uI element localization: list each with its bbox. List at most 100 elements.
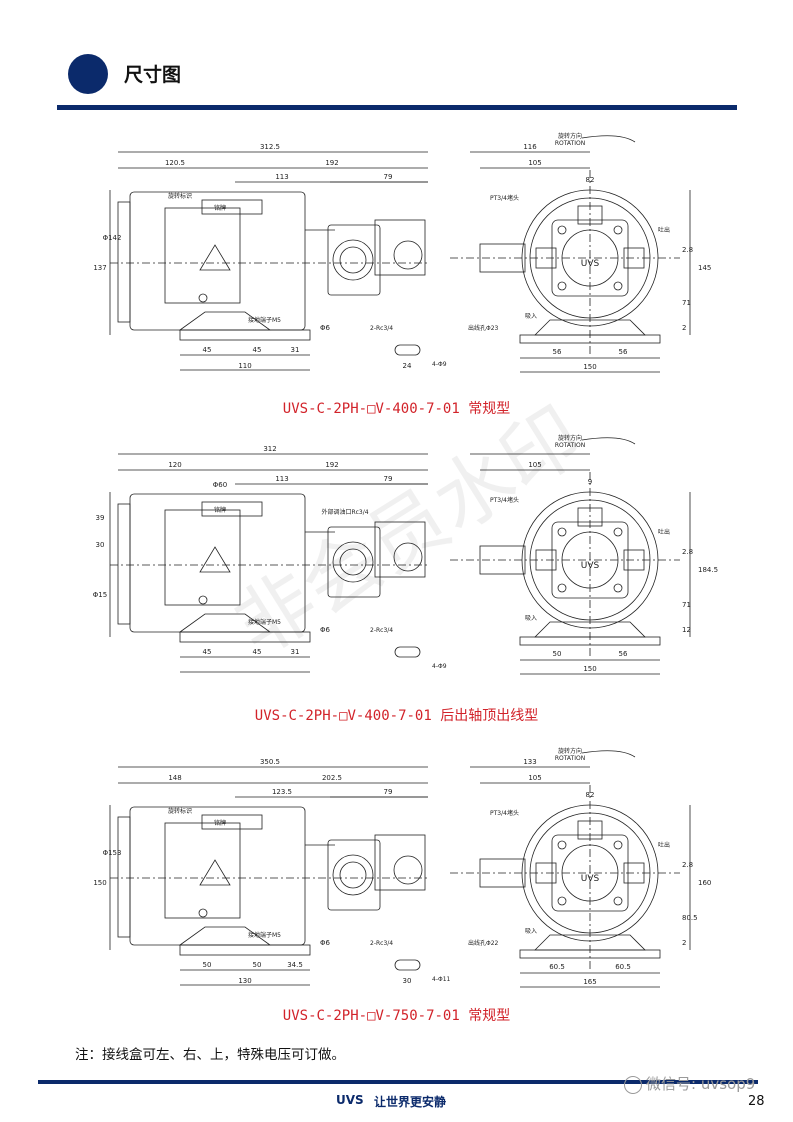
plug-label: PT3/4堵头 [490,809,519,817]
dim-front-height: 160 [698,879,711,887]
dim-height: 150 [93,879,106,887]
dim-diameter: Φ142 [103,234,122,242]
port-label: 2-Rc3/4 [370,325,393,332]
dim-offset: 2.8 [682,861,693,869]
dim-front-center: 82 [586,791,595,799]
rotation-cn-label: 旋转方向 [558,434,582,442]
header-rule [57,105,737,110]
ground-terminal-label: 接地端子M5 [248,618,281,626]
dim-front-center: 82 [586,176,595,184]
drawing-caption: UVS-C-2PH-□V-750-7-01 常规型 [282,1008,511,1024]
dim-base-thk: 12 [682,626,691,634]
dim-base1: 50 [203,961,212,969]
nameplate-label: 铭牌 [214,819,226,827]
port-label: 2-Rc3/4 [370,627,393,634]
dim-slot-width: 24 [403,362,412,370]
rotation-cn-label: 旋转方向 [558,132,582,140]
dim-front-width2: 105 [528,774,541,782]
dim-a: 39 [96,514,105,522]
dim-slot-holes: 4-Φ9 [432,663,447,670]
page-title: 尺寸图 [124,64,182,86]
dim-end: 79 [384,173,393,181]
cable-hole-label: 出线孔Φ22 [468,939,499,947]
footer-rule [38,1080,758,1084]
plug-label: PT3/4堵头 [490,496,519,504]
dim-base-total: 130 [238,977,251,985]
page-number: 28 [748,1094,765,1109]
dim-front-base2: 56 [619,348,628,356]
dim-offset: 2.8 [682,246,693,254]
wechat-icon [624,1075,642,1094]
dim-offset: 2.8 [682,548,693,556]
dim-slot-holes: 4-Φ11 [432,976,451,983]
dim-left: 120.5 [165,159,185,167]
dim-height: 137 [93,264,106,272]
dim-left: 120 [168,461,181,469]
dim-left: 148 [168,774,181,782]
dim-base3: 34.5 [287,961,303,969]
dim-front-base1: 50 [553,650,562,658]
dim-total: 312.5 [260,143,280,151]
inlet-label: 吸入 [525,928,537,935]
dim-front-height: 184.5 [698,566,718,574]
dim-b: 30 [96,541,105,549]
dim-mid: 123.5 [272,788,292,796]
wechat-watermark: 微信号: uvsop9 [624,1073,755,1094]
plug-label: PT3/4堵头 [490,194,519,202]
dim-front-base1: 56 [553,348,562,356]
dim-phi: Φ6 [320,939,331,947]
dim-phi: Φ6 [320,324,331,332]
rotation-cn-label: 旋转方向 [558,747,582,755]
dim-slot-width: 30 [403,977,412,985]
cable-hole-label: 出线孔Φ23 [468,324,499,332]
port-label: 2-Rc3/4 [370,940,393,947]
rotation-tag-label: 旋转标识 [168,807,192,815]
dim-right: 192 [325,461,338,469]
inlet-label: 吸入 [525,313,537,320]
dim-front-base-total: 150 [583,665,596,673]
nameplate-label: 铭牌 [214,204,226,212]
dim-lower: 71 [682,299,691,307]
dim-front-width1: 116 [523,143,537,151]
ground-terminal-label: 接地端子M5 [248,931,281,939]
dim-diameter: Φ153 [103,849,122,857]
dim-phi: Φ6 [320,626,331,634]
dim-base2: 50 [253,961,262,969]
pump-logo: UVS [581,874,600,884]
header-dot [68,54,108,94]
dim-total: 350.5 [260,758,280,766]
dim-base1: 45 [203,346,212,354]
dim-mid: 113 [275,173,288,181]
pump-logo: UVS [581,561,600,571]
dim-base-thk: 2 [682,324,686,332]
outlet-label: 吐出 [658,841,670,849]
rotation-en-label: ROTATION [555,140,585,147]
dim-front-base2: 56 [619,650,628,658]
outlet-label: 吐出 [658,528,670,536]
dim-lower: 71 [682,601,691,609]
dim-front-width2: 105 [528,159,541,167]
dim-front-height: 145 [698,264,711,272]
rotation-en-label: ROTATION [555,442,585,449]
ground-terminal-label: 接地端子M5 [248,316,281,324]
dim-lower: 80.5 [682,914,698,922]
footer-brand: UVS [336,1093,364,1107]
external-port-label: 外部调油口Rc3/4 [321,508,368,516]
drawing-caption: UVS-C-2PH-□V-400-7-01 常规型 [282,401,511,417]
dim-end: 79 [384,788,393,796]
dim-front-base1: 60.5 [549,963,565,971]
dim-front-width1: 133 [523,758,536,766]
note: 注：接线盒可左、右、上，特殊电压可订做。 [75,1047,345,1063]
dim-mid: 113 [275,475,288,483]
rotation-tag-label: 旋转标识 [168,192,192,200]
dim-total: 312 [263,445,276,453]
footer-slogan: 让世界更安静 [374,1095,447,1109]
dim-front-width2: 105 [528,461,541,469]
drawing-caption: UVS-C-2PH-□V-400-7-01 后出轴顶出线型 [254,708,539,724]
rotation-en-label: ROTATION [555,755,585,762]
dim-front-center: 9 [588,478,592,486]
